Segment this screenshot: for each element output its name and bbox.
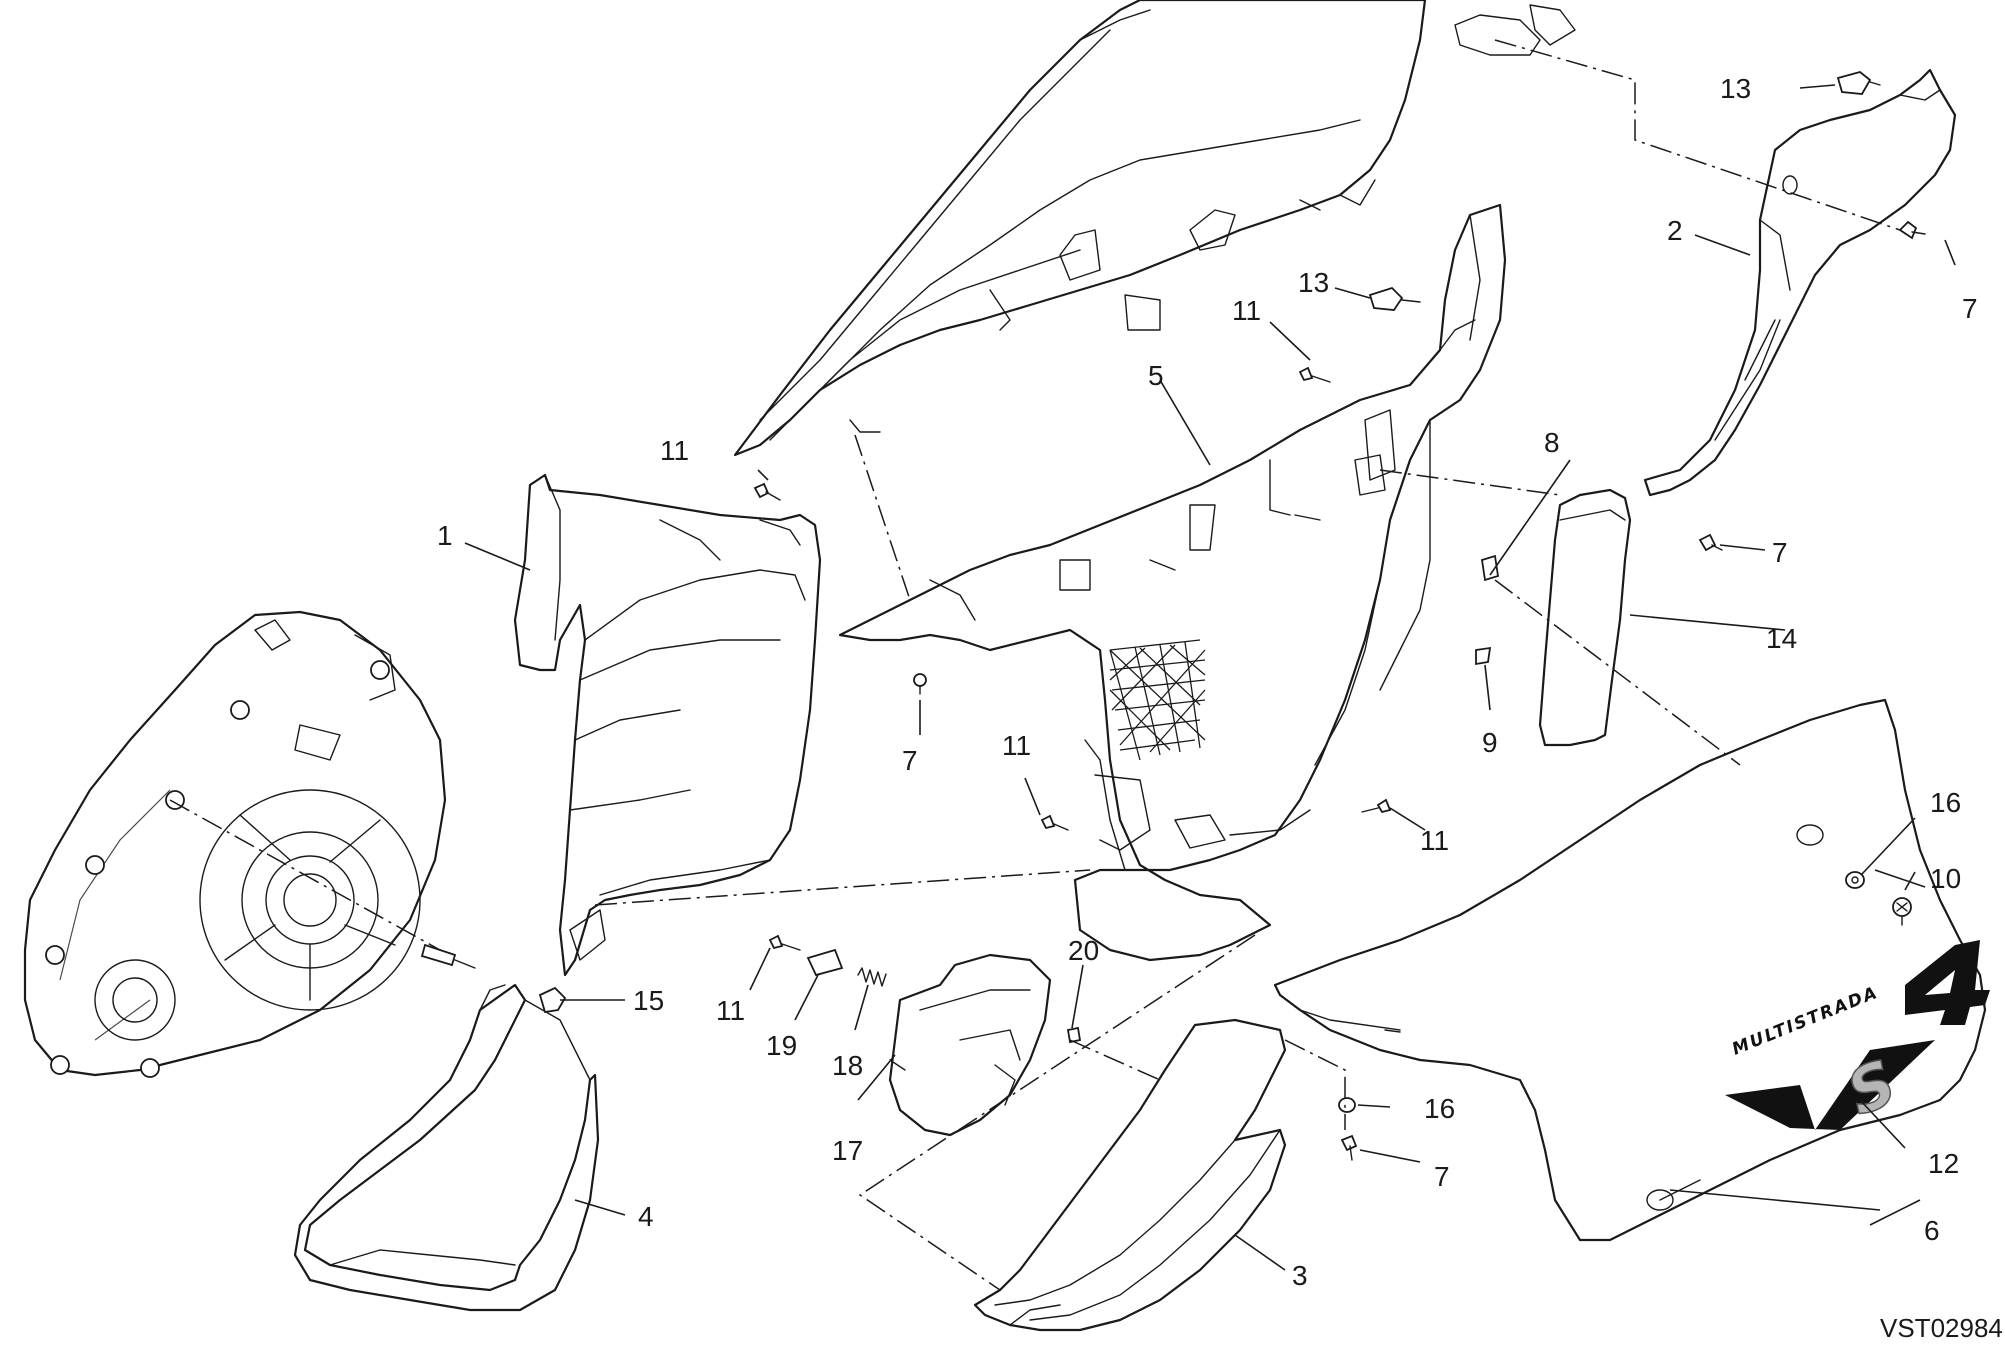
part-10-screw	[1892, 897, 1912, 926]
leader-lines	[464, 84, 1956, 1271]
part-4-lower-deflector	[293, 983, 600, 1312]
callout-6: 6	[1924, 1215, 1940, 1246]
callout-2: 2	[1667, 215, 1683, 246]
callout-18: 18	[832, 1050, 863, 1081]
part-7-screw-mid-right	[1698, 533, 1723, 552]
part-7-screw-bottom	[1340, 1134, 1358, 1161]
part-9-clip	[1475, 646, 1492, 666]
callout-9: 9	[1482, 727, 1498, 758]
part-5-inner-panel	[838, 203, 1507, 962]
part-1-left-panel	[513, 473, 822, 977]
part-16-washer-top	[1845, 871, 1865, 889]
part-20-clip	[1066, 1026, 1082, 1044]
callout-7-bottom: 7	[1434, 1161, 1450, 1192]
callout-20: 20	[1068, 935, 1099, 966]
diagram-reference-code: VST02984	[1880, 1313, 2003, 1343]
callout-7-mid-right: 7	[1772, 537, 1788, 568]
callout-7-top-right: 7	[1962, 293, 1978, 324]
callout-11-lower: 11	[716, 995, 745, 1026]
part-16-washer-bottom	[1338, 1097, 1356, 1113]
part-13-clip-top	[1836, 71, 1881, 95]
callout-14: 14	[1766, 623, 1797, 654]
callout-17: 17	[832, 1135, 863, 1166]
stud-bolt	[420, 943, 476, 969]
part-17-cover	[888, 953, 1052, 1137]
callout-4: 4	[638, 1201, 654, 1232]
callout-11-upper-mid: 11	[1232, 295, 1261, 326]
callout-7-center-left: 7	[902, 745, 918, 776]
part-7-screw-center-left	[913, 673, 927, 695]
part-13-clip-mid	[1368, 286, 1421, 311]
upper-fairing-frame	[733, 0, 1576, 457]
part-7-screw-top-right	[1898, 220, 1926, 240]
callout-19: 19	[766, 1030, 797, 1061]
part-11-screw-upper-left	[753, 482, 781, 501]
part-6-side-fairing: MULTISTRADA S	[1273, 698, 1990, 1242]
part-3-lower-deflector	[973, 1018, 1287, 1332]
callout-5: 5	[1148, 360, 1164, 391]
vent-mesh	[1109, 639, 1206, 761]
part-19-bushing	[806, 948, 844, 977]
part-18-spring	[857, 967, 887, 987]
part-11-screw-upper-mid	[1298, 366, 1331, 383]
callout-11-center: 11	[1002, 730, 1031, 761]
callout-labels: 1 2 3 4 5 6 7 7 7 7 8 9 10 11 11 11 11 1…	[437, 73, 1978, 1291]
callout-1: 1	[437, 520, 453, 551]
assembly-lines	[169, 39, 1901, 1291]
part-11-screw-right	[1361, 798, 1392, 814]
callout-3: 3	[1292, 1260, 1308, 1291]
decal-v4-four	[1905, 940, 1990, 1025]
callout-12: 12	[1928, 1148, 1959, 1179]
callout-15: 15	[633, 985, 664, 1016]
part-15-nut	[538, 986, 567, 1014]
callout-10: 10	[1930, 863, 1961, 894]
part-11-screw-lower	[768, 934, 801, 951]
callout-16-bottom: 16	[1424, 1093, 1455, 1124]
callout-8: 8	[1544, 427, 1560, 458]
callout-16-top: 16	[1930, 787, 1961, 818]
callout-13-top: 13	[1720, 73, 1751, 104]
callout-11-upper-left: 11	[660, 435, 689, 466]
part-2-upper-trim	[1643, 68, 1957, 497]
engine-side-cover	[23, 610, 447, 1078]
callout-11-right: 11	[1420, 825, 1449, 856]
part-8-clip	[1480, 554, 1500, 582]
part-14-side-strip	[1538, 488, 1632, 747]
part-11-screw-center	[1040, 814, 1069, 831]
decal-v4-logo	[1725, 1040, 1935, 1130]
callout-13-mid: 13	[1298, 267, 1329, 298]
